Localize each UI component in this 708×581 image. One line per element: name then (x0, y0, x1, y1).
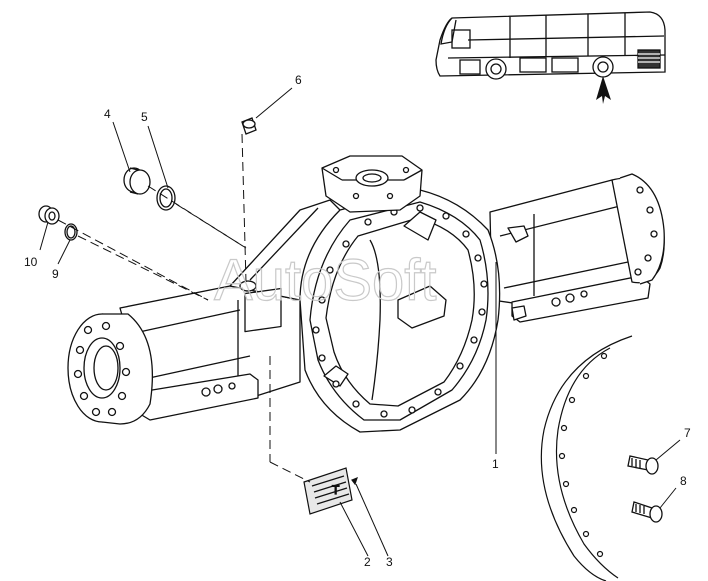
callout-2: 2 (364, 555, 371, 569)
callout-10: 10 (24, 255, 38, 269)
callout-5: 5 (141, 110, 148, 124)
part-9-seal-ring (64, 223, 78, 241)
callout-8: 8 (680, 474, 687, 488)
part-2-nameplate: T (303, 467, 353, 515)
part-10-plug (38, 205, 60, 225)
watermark: AutoSoft (214, 248, 436, 313)
part-8-bolt (631, 501, 663, 523)
rim-outline (540, 335, 633, 581)
callout-9: 9 (52, 267, 59, 281)
callout-3: 3 (386, 555, 393, 569)
axle-housing (67, 155, 665, 433)
part-4-plug (123, 167, 151, 195)
position-arrow-icon (596, 76, 611, 104)
part-3-rivet (351, 476, 358, 486)
callout-4: 4 (104, 107, 111, 121)
leader-lines (39, 87, 681, 557)
callout-7: 7 (684, 426, 691, 440)
assembly-dash-lines (57, 133, 311, 483)
part-7-bolt (627, 455, 659, 475)
callout-1: 1 (492, 457, 499, 471)
part-6-plug (241, 117, 257, 135)
nameplate-text: T (332, 483, 340, 497)
callout-6: 6 (295, 73, 302, 87)
bus-inset-icon (435, 11, 666, 80)
part-5-seal-ring (156, 185, 176, 211)
